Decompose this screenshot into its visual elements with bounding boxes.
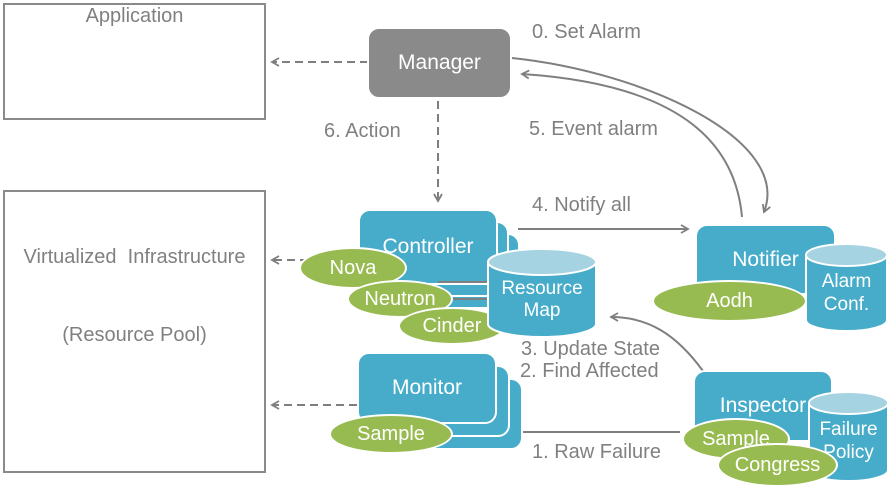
line-controller-resource-map-1 [438, 281, 490, 283]
step-label-set-alarm: 0. Set Alarm [532, 21, 641, 43]
failure-policy-line1: Failure [819, 419, 878, 440]
alarm-conf-label: Alarm Conf. [804, 258, 889, 328]
step-label-action: 6. Action [324, 120, 401, 142]
neutron-label: Neutron [364, 287, 436, 310]
resource-map-line2: Map [523, 300, 561, 321]
congress-plugin: Congress [717, 443, 838, 487]
aodh-label: Aodh [706, 289, 753, 312]
step-label-notify-all: 4. Notify all [532, 194, 631, 216]
step-label-raw-failure: 1. Raw Failure [532, 441, 661, 463]
alarm-conf-line2: Conf. [823, 294, 870, 315]
arc-inspector-to-resource-map [609, 312, 704, 372]
cylinder-shape [805, 243, 888, 332]
resource-map-datastore: Resource Map [486, 247, 598, 339]
resource-map-label: Resource Map [486, 265, 598, 335]
manager-node: Manager [367, 27, 512, 99]
monitor-sample-label: Sample [357, 422, 425, 445]
virtualized-infrastructure-box: Virtualized Infrastructure (Resource Poo… [3, 190, 266, 473]
monitor-node: Monitor [357, 352, 497, 424]
alarm-conf-datastore: Alarm Conf. [804, 242, 889, 333]
cinder-label: Cinder [422, 314, 482, 337]
monitor-label: Monitor [391, 376, 463, 399]
step-label-update-state: 3. Update State [521, 338, 660, 360]
vi-label-line2: (Resource Pool) [62, 324, 207, 346]
arc-event-alarm-notifier-to-manager [520, 69, 743, 218]
inspector-label: Inspector [719, 394, 807, 417]
neutron-plugin: Neutron [347, 280, 453, 318]
notifier-label: Notifier [732, 247, 799, 271]
application-box: Application [3, 3, 266, 120]
failure-policy-label: Failure Policy [807, 404, 890, 478]
nova-label: Nova [329, 256, 377, 279]
resource-map-line1: Resource [501, 278, 583, 299]
controller-label: Controller [382, 235, 474, 258]
monitor-sample-plugin: Sample [329, 414, 453, 454]
congress-label: Congress [734, 453, 821, 476]
failure-policy-line2: Policy [823, 442, 874, 463]
line-controller-resource-map-2 [443, 298, 490, 300]
application-label: Application [85, 5, 184, 27]
alarm-conf-line1: Alarm [821, 271, 872, 292]
cylinder-shape [487, 248, 597, 338]
virtualized-infrastructure-label: Virtualized Infrastructure (Resource Poo… [5, 192, 264, 400]
arc-set-alarm-manager-to-notifier [511, 57, 771, 214]
step-label-find-affected: 2. Find Affected [520, 360, 659, 382]
manager-label: Manager [398, 51, 481, 74]
step-label-event-alarm: 5. Event alarm [529, 118, 658, 140]
vi-label-line1: Virtualized Infrastructure [23, 246, 246, 268]
aodh-plugin: Aodh [652, 280, 807, 322]
